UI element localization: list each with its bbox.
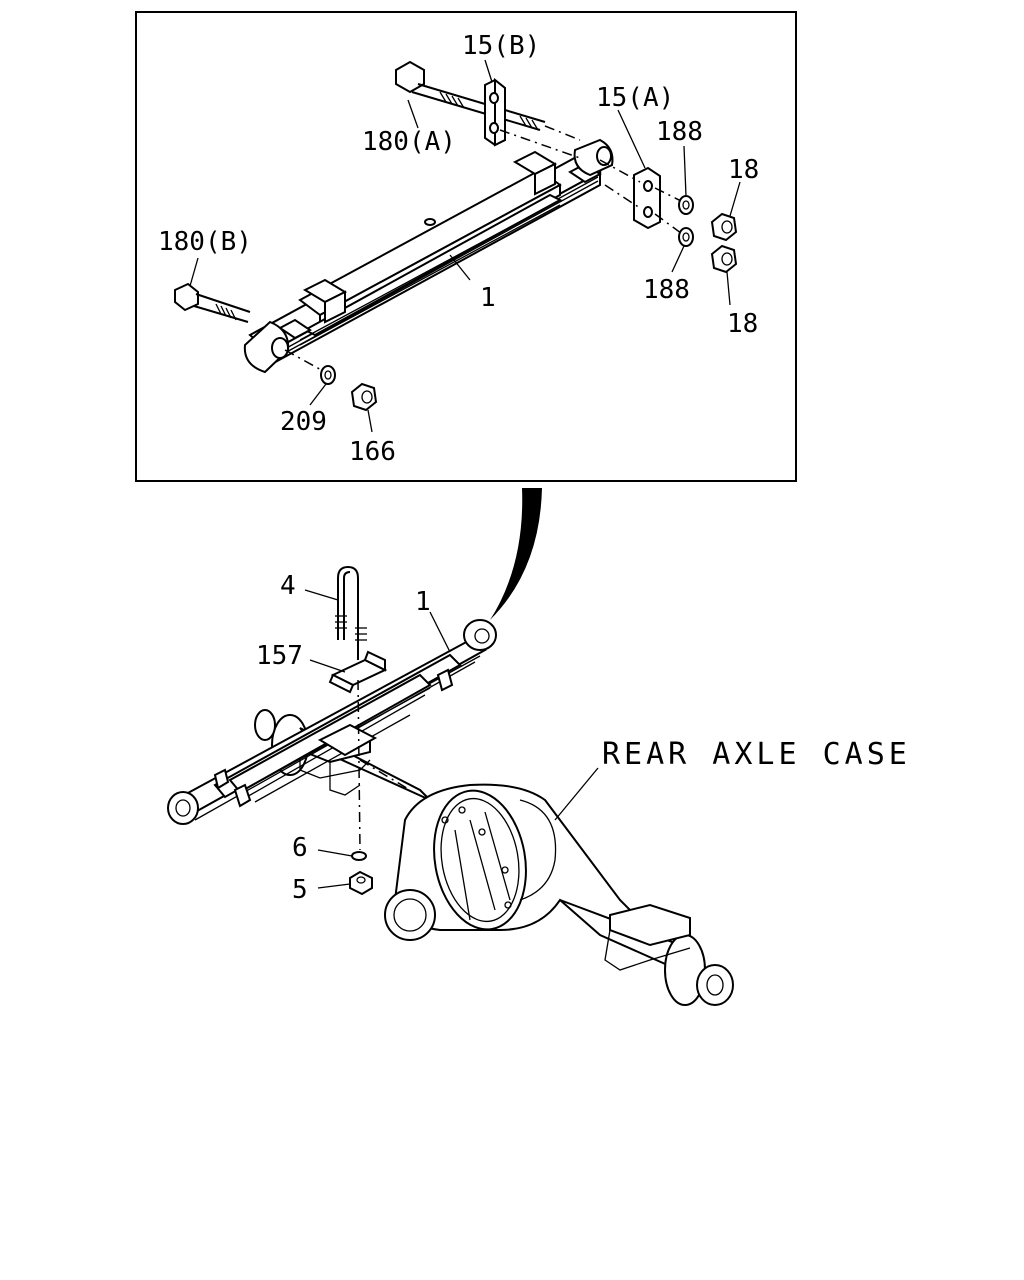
detail-leaders bbox=[189, 59, 741, 433]
label-5: 5 bbox=[292, 875, 308, 905]
main-leaders bbox=[304, 589, 599, 889]
bolt-180b bbox=[174, 282, 326, 373]
bracket-15b bbox=[484, 77, 581, 159]
main-leaf-spring bbox=[167, 619, 497, 825]
label-180a: 180(A) bbox=[362, 127, 456, 157]
washer-188-bottom bbox=[678, 227, 694, 247]
bracket-15a bbox=[599, 159, 686, 237]
label-1-detail: 1 bbox=[480, 283, 496, 313]
assembly-centerline bbox=[357, 679, 361, 851]
label-18-top: 18 bbox=[728, 155, 759, 185]
detail-leaf-spring bbox=[243, 138, 614, 374]
label-18-bottom: 18 bbox=[727, 309, 758, 339]
label-166: 166 bbox=[349, 437, 396, 467]
rear-axle-case bbox=[254, 709, 734, 1006]
label-188-top: 188 bbox=[656, 117, 703, 147]
label-4: 4 bbox=[280, 571, 296, 601]
label-6: 6 bbox=[292, 833, 308, 863]
label-180b: 180(B) bbox=[158, 227, 252, 257]
washer-209 bbox=[320, 365, 336, 385]
callout-arrow bbox=[490, 488, 542, 620]
washer-6 bbox=[351, 851, 367, 861]
u-bolt bbox=[335, 565, 367, 660]
nut-18-top bbox=[710, 212, 738, 242]
bolt-180a bbox=[395, 60, 581, 141]
nut-5 bbox=[349, 870, 373, 896]
label-209: 209 bbox=[280, 407, 327, 437]
nut-18-bottom bbox=[710, 244, 738, 274]
label-157: 157 bbox=[256, 641, 303, 671]
label-188-bottom: 188 bbox=[643, 275, 690, 305]
label-15a: 15(A) bbox=[596, 83, 674, 113]
washer-188-top bbox=[678, 195, 694, 215]
label-15b: 15(B) bbox=[462, 31, 540, 61]
detail-frame bbox=[135, 11, 797, 482]
spring-seat-157 bbox=[328, 650, 388, 694]
label-rear-axle-case: REAR AXLE CASE bbox=[602, 737, 911, 772]
label-1-main: 1 bbox=[415, 587, 431, 617]
nut-166 bbox=[350, 382, 378, 412]
